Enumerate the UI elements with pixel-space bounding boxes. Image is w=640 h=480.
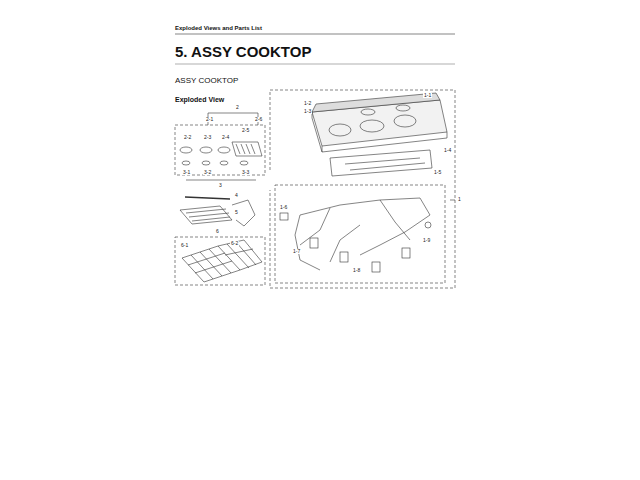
dashed-region [275, 185, 445, 283]
grate [218, 240, 262, 270]
regulator [280, 213, 288, 220]
burner-head [182, 161, 190, 165]
burner-head [202, 161, 210, 165]
burner-well [396, 105, 410, 111]
burner-head [220, 161, 228, 165]
griddle [186, 209, 230, 221]
callout-number: 1-3 [303, 109, 312, 114]
callout-number: 1-7 [292, 249, 301, 254]
cooktop-panel [312, 112, 322, 152]
callout-number: 1 [457, 197, 462, 202]
callout-number: 3-2 [203, 170, 212, 175]
burner-well [360, 120, 384, 132]
griddle [180, 206, 232, 224]
grill-plate [232, 142, 262, 156]
callout-number: 3 [218, 183, 223, 188]
fitting [425, 222, 431, 228]
valve [310, 238, 318, 248]
callout-number: 2-6 [254, 117, 263, 122]
igniter-rod [185, 197, 230, 199]
wiring [232, 200, 255, 226]
burner-cap [218, 147, 230, 153]
valve [402, 248, 410, 258]
burner-well [329, 124, 351, 136]
bracket [186, 180, 256, 181]
callout-number: 1-9 [422, 238, 431, 243]
grill-plate [236, 144, 255, 154]
callout-number: 2 [235, 105, 240, 110]
callout-number: 2-2 [183, 135, 192, 140]
grate [188, 242, 256, 279]
gas-tube [295, 215, 320, 270]
burner-well [361, 109, 375, 115]
callout-number: 2-4 [221, 135, 230, 140]
callout-number: 6 [215, 229, 220, 234]
callout-number: 2-1 [205, 117, 214, 122]
page-title: 5. ASSY COOKTOP [175, 44, 311, 59]
callout-number: 3-1 [182, 170, 191, 175]
burner-head [240, 161, 248, 165]
callout-number: 2-3 [203, 135, 212, 140]
valve [340, 252, 348, 262]
callout-number: 1-5 [433, 170, 442, 175]
dashed-region [175, 237, 265, 285]
callout-number: 4 [234, 193, 239, 198]
callout-number: 3-3 [241, 170, 250, 175]
view-heading: Exploded View [175, 96, 224, 103]
callout-number: 6-1 [180, 243, 189, 248]
callout-number: 1-6 [279, 205, 288, 210]
valve [372, 262, 380, 272]
callout-number: 1-1 [423, 93, 432, 98]
callout-number: 2-5 [241, 128, 250, 133]
title-rule [175, 64, 455, 65]
gas-tube [300, 198, 430, 255]
bracket [208, 113, 258, 114]
gas-tube [300, 200, 410, 262]
backguard [312, 93, 440, 112]
burner-well [394, 115, 416, 127]
dashed-region [270, 90, 455, 288]
support-frame [345, 158, 425, 170]
burner-cap [200, 147, 212, 153]
callout-number: 1-4 [443, 148, 452, 153]
callout-number: 1-2 [303, 101, 312, 106]
support-frame [330, 150, 432, 176]
page-header: Exploded Views and Parts List [175, 25, 262, 31]
section-heading: ASSY COOKTOP [175, 77, 238, 85]
cooktop-panel [322, 132, 447, 152]
callout-number: 5 [234, 210, 239, 215]
dashed-region [175, 125, 265, 175]
callout-number: 6-2 [230, 241, 239, 246]
header-rule [175, 34, 455, 35]
burner-cap [180, 147, 192, 153]
callout-number: 1-8 [352, 268, 361, 273]
leader [450, 200, 455, 201]
